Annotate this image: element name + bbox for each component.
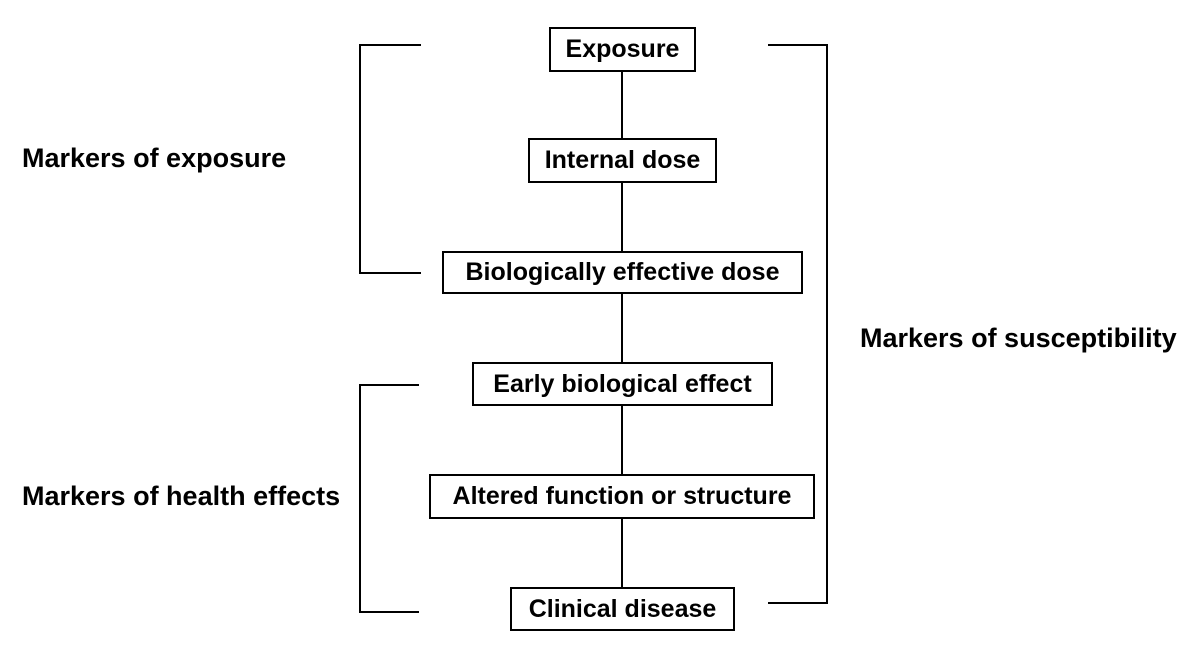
node-clinical-disease: Clinical disease [510, 587, 735, 631]
connector-biologically-effective-dose-to-early-biological-effect [621, 294, 623, 362]
label-markers-of-susceptibility: Markers of susceptibility [860, 323, 1177, 353]
label-markers-of-health-effects: Markers of health effects [22, 481, 341, 511]
connector-early-biological-effect-to-altered-function-or-structure [621, 406, 623, 474]
node-altered-function-or-structure: Altered function or structure [429, 474, 815, 519]
label-markers-of-exposure: Markers of exposure [22, 143, 287, 173]
bracket-markers-of-susceptibility [768, 44, 828, 604]
connector-exposure-to-internal-dose [621, 72, 623, 138]
bracket-markers-of-exposure [359, 44, 421, 274]
node-internal-dose: Internal dose [528, 138, 717, 183]
connector-internal-dose-to-biologically-effective-dose [621, 183, 623, 251]
node-early-biological-effect: Early biological effect [472, 362, 773, 406]
connector-altered-function-or-structure-to-clinical-disease [621, 519, 623, 587]
node-exposure: Exposure [549, 27, 696, 72]
bracket-markers-of-health-effects [359, 384, 419, 613]
node-biologically-effective-dose: Biologically effective dose [442, 251, 803, 294]
